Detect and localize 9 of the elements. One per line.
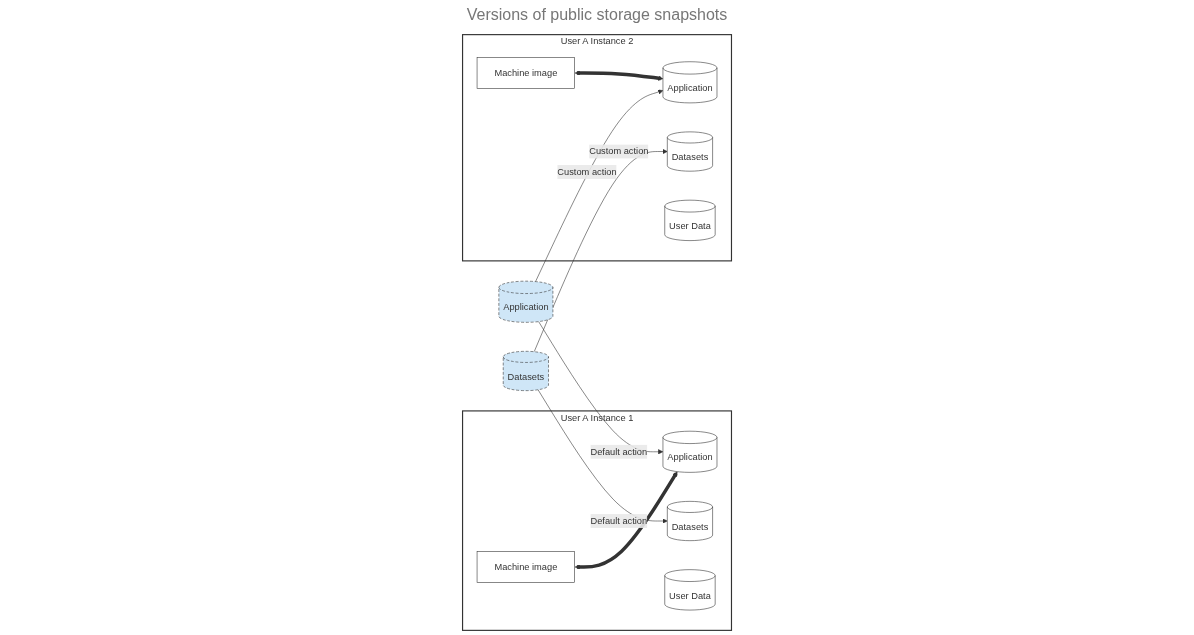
edge-label: Default action <box>590 446 648 457</box>
note-text: Versions of public storage snapshots <box>466 6 728 24</box>
edge-label: Default action <box>590 515 648 526</box>
arrow <box>574 471 678 570</box>
edge-label: Custom action <box>589 146 649 157</box>
node-box: Machine image <box>476 551 575 583</box>
edge-label: Custom action <box>557 166 617 177</box>
node-box: Machine image <box>476 57 575 89</box>
arrow <box>574 70 664 81</box>
